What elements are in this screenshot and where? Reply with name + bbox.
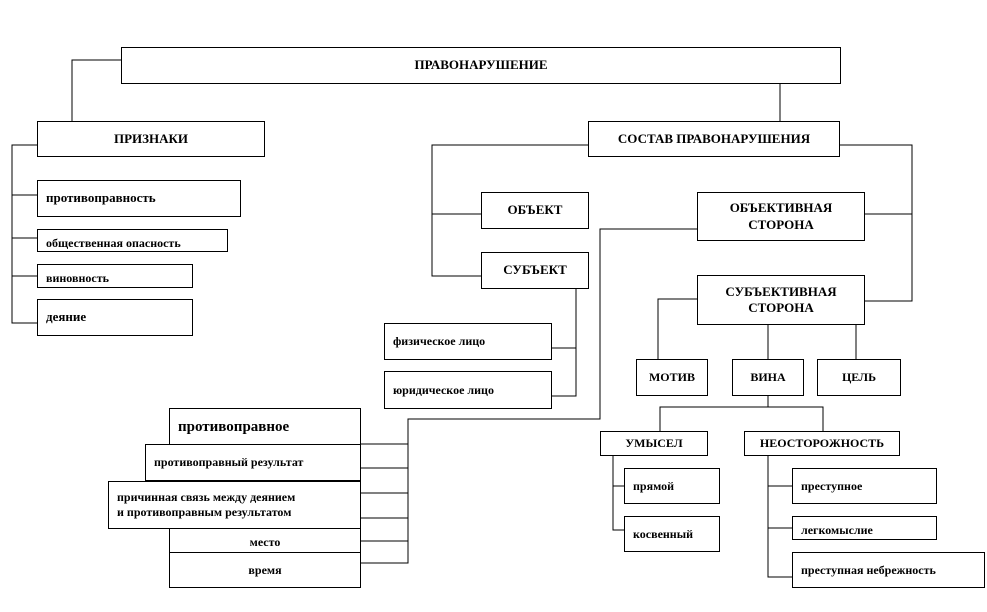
subject-box: СУБЪЕКТ [481,252,589,289]
sign-item-unlawfulness: противоправность [37,180,241,217]
subject-item-individual: физическое лицо [384,323,552,360]
objective-item-place: место [169,529,361,553]
causation-line-1: причинная связь между деянием [117,490,296,504]
intent-item-direct: прямой [624,468,720,504]
subject-item-legal-entity: юридическое лицо [384,371,552,409]
objective-item-result: противоправный результат [145,444,361,481]
goal-box: ЦЕЛЬ [817,359,901,396]
negligence-item-criminal: преступное [792,468,937,504]
signs-title-box: ПРИЗНАКИ [37,121,265,157]
root-box: ПРАВОНАРУШЕНИЕ [121,47,841,84]
sign-item-public-danger: общественная опасность [37,229,228,252]
intent-item-indirect: косвенный [624,516,720,552]
guilt-box: ВИНА [732,359,804,396]
intent-box: УМЫСЕЛ [600,431,708,456]
objective-item-time: время [169,552,361,588]
motive-box: МОТИВ [636,359,708,396]
objective-side-line-1: ОБЪЕКТИВНАЯ [729,200,833,216]
object-box: ОБЪЕКТ [481,192,589,229]
negligence-box: НЕОСТОРОЖНОСТЬ [744,431,900,456]
objective-side-line-2: СТОРОНА [748,216,814,232]
subjective-side-line-1: СУБЪЕКТИВНАЯ [725,283,837,299]
subjective-side-box: СУБЪЕКТИВНАЯ СТОРОНА [697,275,865,325]
negligence-item-frivolity: легкомыслие [792,516,937,540]
sign-item-act: деяние [37,299,193,336]
negligence-item-criminal-carelessness: преступная небрежность [792,552,985,588]
sign-item-guilt: виновность [37,264,193,288]
causation-line-2: и противоправным результатом [117,505,292,519]
objective-heading-box: противоправное [169,408,361,445]
subjective-side-line-2: СТОРОНА [748,300,814,315]
objective-item-causation: причинная связь между деянием и противоп… [108,481,361,529]
objective-side-box: ОБЪЕКТИВНАЯ СТОРОНА [697,192,865,241]
composition-title-box: СОСТАВ ПРАВОНАРУШЕНИЯ [588,121,840,157]
